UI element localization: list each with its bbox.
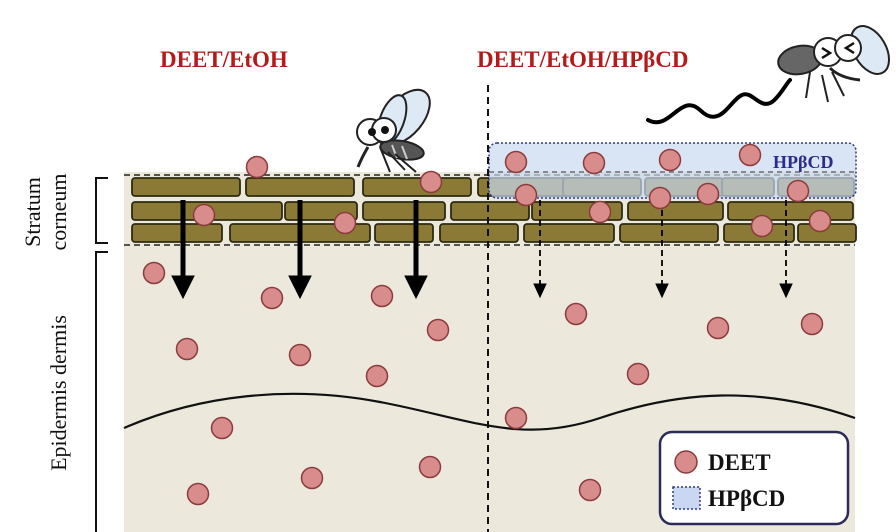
deet-molecule xyxy=(262,288,283,309)
hpbcd-box-label: HPβCD xyxy=(773,152,833,172)
deet-molecule xyxy=(584,153,605,174)
mosquito-repelled-icon xyxy=(776,19,896,102)
deet-molecule xyxy=(698,184,719,205)
legend-deet-icon xyxy=(675,451,697,473)
brick xyxy=(246,178,354,196)
label-corneum: corneum xyxy=(46,174,71,251)
deet-molecule xyxy=(506,152,527,173)
deet-molecule xyxy=(372,286,393,307)
title-left: DEET/EtOH xyxy=(160,47,288,72)
deet-molecule xyxy=(650,188,671,209)
brick xyxy=(132,224,222,242)
brick xyxy=(375,224,433,242)
label-epidermis-dermis: Epidermis dermis xyxy=(46,315,71,471)
deet-molecule xyxy=(590,202,611,223)
legend-hpbcd-label: HPβCD xyxy=(708,486,785,511)
deet-molecule xyxy=(177,339,198,360)
deet-molecule xyxy=(708,318,729,339)
deet-molecule xyxy=(810,211,831,232)
deet-molecule xyxy=(420,457,441,478)
bracket-stratum xyxy=(96,178,108,243)
mosquito-icon xyxy=(357,81,439,172)
deet-molecule xyxy=(752,216,773,237)
bracket-epidermis xyxy=(96,252,108,532)
brick xyxy=(363,202,445,220)
brick xyxy=(363,178,471,196)
deet-molecule xyxy=(212,418,233,439)
deet-molecule xyxy=(194,205,215,226)
legend: DEET HPβCD xyxy=(660,432,848,524)
brick xyxy=(524,224,614,242)
legend-deet-label: DEET xyxy=(708,450,771,475)
deet-molecule xyxy=(516,185,537,206)
deet-molecule xyxy=(660,150,681,171)
deet-molecule xyxy=(335,213,356,234)
title-right: DEET/EtOH/HPβCD xyxy=(477,47,688,72)
deet-molecule xyxy=(367,366,388,387)
repel-squiggle xyxy=(648,80,790,122)
deet-molecule xyxy=(740,145,761,166)
brick xyxy=(728,202,853,220)
deet-molecule xyxy=(788,181,809,202)
brick xyxy=(451,202,529,220)
deet-molecule xyxy=(188,484,209,505)
deet-molecule xyxy=(428,320,449,341)
deet-molecule xyxy=(566,304,587,325)
deet-molecule xyxy=(247,157,268,178)
deet-molecule xyxy=(290,345,311,366)
legend-hpbcd-icon xyxy=(673,487,700,509)
deet-molecule xyxy=(144,263,165,284)
brick xyxy=(132,178,240,196)
deet-molecule xyxy=(421,172,442,193)
brick xyxy=(440,224,518,242)
label-stratum: Stratum xyxy=(20,177,45,247)
deet-molecule xyxy=(802,314,823,335)
deet-molecule xyxy=(302,468,323,489)
deet-molecule xyxy=(506,408,527,429)
deet-molecule xyxy=(580,480,601,501)
brick xyxy=(620,224,718,242)
deet-molecule xyxy=(628,364,649,385)
